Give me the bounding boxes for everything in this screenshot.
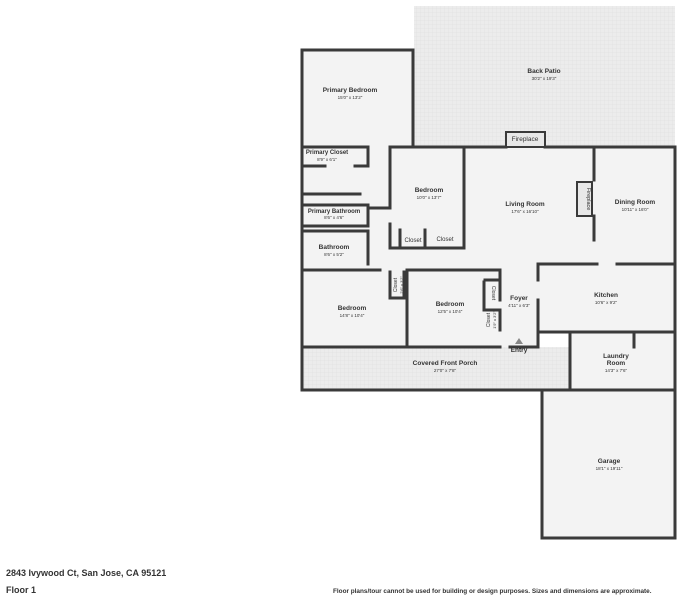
svg-text:1'9" x 3'2": 1'9" x 3'2": [492, 311, 497, 329]
svg-text:Closet: Closet: [404, 238, 421, 244]
svg-text:Closet: Closet: [436, 237, 453, 243]
room-dining-room: Dining Room 10'11" x 16'0": [615, 199, 656, 212]
room-bedroom-middle: Bedroom 12'5" x 10'4": [436, 301, 465, 314]
label-fireplace-dining: Fireplace: [585, 188, 591, 211]
svg-text:8'9" x 6'1": 8'9" x 6'1": [317, 157, 337, 162]
svg-text:Fireplace: Fireplace: [585, 188, 591, 211]
svg-text:Bathroom: Bathroom: [319, 244, 350, 251]
svg-text:Closet: Closet: [486, 312, 492, 327]
room-bedroom-small: Bedroom 10'0" x 13'7": [415, 187, 444, 200]
svg-text:Bedroom: Bedroom: [415, 187, 444, 194]
svg-text:Bedroom: Bedroom: [338, 305, 367, 312]
svg-text:Closet: Closet: [393, 277, 399, 292]
label-fireplace-living: Fireplace: [512, 136, 539, 143]
room-primary-closet: Primary Closet 8'9" x 6'1": [306, 150, 348, 162]
room-covered-front-porch: Covered Front Porch 27'0" x 7'8": [413, 360, 478, 373]
svg-text:Garage: Garage: [598, 458, 621, 465]
svg-text:Back Patio: Back Patio: [527, 68, 560, 75]
svg-text:Primary Bedroom: Primary Bedroom: [323, 87, 378, 94]
room-primary-bathroom: Primary Bathroom 8'6" x 4'6": [308, 209, 360, 220]
front-porch-area: [302, 347, 570, 389]
label-closet-b: Closet: [436, 237, 453, 243]
label-closet-a: Closet: [404, 238, 421, 244]
svg-text:Laundry: Laundry: [603, 353, 629, 360]
svg-text:Foyer: Foyer: [510, 295, 528, 302]
room-primary-bedroom: Primary Bedroom 15'0" x 13'2": [323, 87, 378, 100]
svg-text:8'6" x 5'2": 8'6" x 5'2": [324, 252, 344, 257]
svg-text:Closet: Closet: [490, 286, 496, 301]
floor-label: Floor 1: [6, 585, 37, 595]
label-closet-vertical-right: Closet: [490, 286, 496, 301]
room-closet-vertical-left: Closet 2'6" x 3'2": [393, 276, 404, 294]
svg-text:10'6" x 9'2": 10'6" x 9'2": [595, 300, 618, 305]
svg-text:10'11" x 16'0": 10'11" x 16'0": [622, 207, 649, 212]
svg-text:Kitchen: Kitchen: [594, 292, 618, 299]
svg-text:2'6" x 3'2": 2'6" x 3'2": [399, 276, 404, 294]
back-patio-area: [414, 6, 675, 148]
room-back-patio: Back Patio 30'2" x 19'3": [527, 68, 560, 81]
svg-text:Room: Room: [607, 360, 626, 367]
room-kitchen: Kitchen 10'6" x 9'2": [594, 292, 618, 305]
svg-text:27'0" x 7'8": 27'0" x 7'8": [434, 368, 457, 373]
svg-text:8'6" x 4'6": 8'6" x 4'6": [324, 215, 344, 220]
svg-text:14'8" x 10'4": 14'8" x 10'4": [340, 313, 365, 318]
svg-text:30'2" x 19'3": 30'2" x 19'3": [532, 76, 557, 81]
svg-text:18'1" x 19'11": 18'1" x 19'11": [596, 466, 623, 471]
svg-text:Living Room: Living Room: [505, 201, 545, 208]
svg-text:Entry: Entry: [511, 347, 528, 354]
room-bedroom-left: Bedroom 14'8" x 10'4": [338, 305, 367, 318]
svg-text:Dining Room: Dining Room: [615, 199, 656, 206]
walls: [300, 48, 677, 540]
svg-text:4'11" x 6'3": 4'11" x 6'3": [508, 303, 530, 308]
fireplace-dining: [576, 181, 593, 217]
svg-text:Bedroom: Bedroom: [436, 301, 465, 308]
disclaimer-text: Floor plans/tour cannot be used for buil…: [333, 588, 652, 595]
property-address: 2843 Ivywood Ct, San Jose, CA 95121: [6, 568, 167, 578]
fireplace-living: [505, 131, 546, 148]
interior-floor: [302, 50, 675, 538]
svg-text:17'6" x 16'10": 17'6" x 16'10": [511, 209, 539, 214]
room-bathroom: Bathroom 8'6" x 5'2": [319, 244, 350, 257]
svg-text:Covered Front Porch: Covered Front Porch: [413, 360, 478, 367]
room-garage: Garage 18'1" x 19'11": [596, 458, 623, 471]
room-closet-foyer: Closet 1'9" x 3'2": [486, 311, 497, 329]
floor-plan: Back Patio 30'2" x 19'3" Primary Bedroom…: [300, 6, 677, 540]
svg-text:14'3" x 7'6": 14'3" x 7'6": [605, 368, 628, 373]
room-foyer: Foyer 4'11" x 6'3": [508, 295, 530, 308]
room-living-room: Living Room 17'6" x 16'10": [505, 201, 545, 214]
svg-text:Primary Bathroom: Primary Bathroom: [308, 209, 360, 215]
label-entry: Entry: [511, 347, 528, 354]
room-laundry: Laundry Room 14'3" x 7'6": [603, 353, 629, 373]
svg-text:12'5" x 10'4": 12'5" x 10'4": [438, 309, 463, 314]
svg-text:15'0" x 13'2": 15'0" x 13'2": [338, 95, 363, 100]
svg-text:Fireplace: Fireplace: [512, 136, 539, 143]
svg-text:10'0" x 13'7": 10'0" x 13'7": [417, 195, 442, 200]
svg-text:Primary Closet: Primary Closet: [306, 150, 348, 156]
entry-arrow-icon: [515, 338, 523, 344]
